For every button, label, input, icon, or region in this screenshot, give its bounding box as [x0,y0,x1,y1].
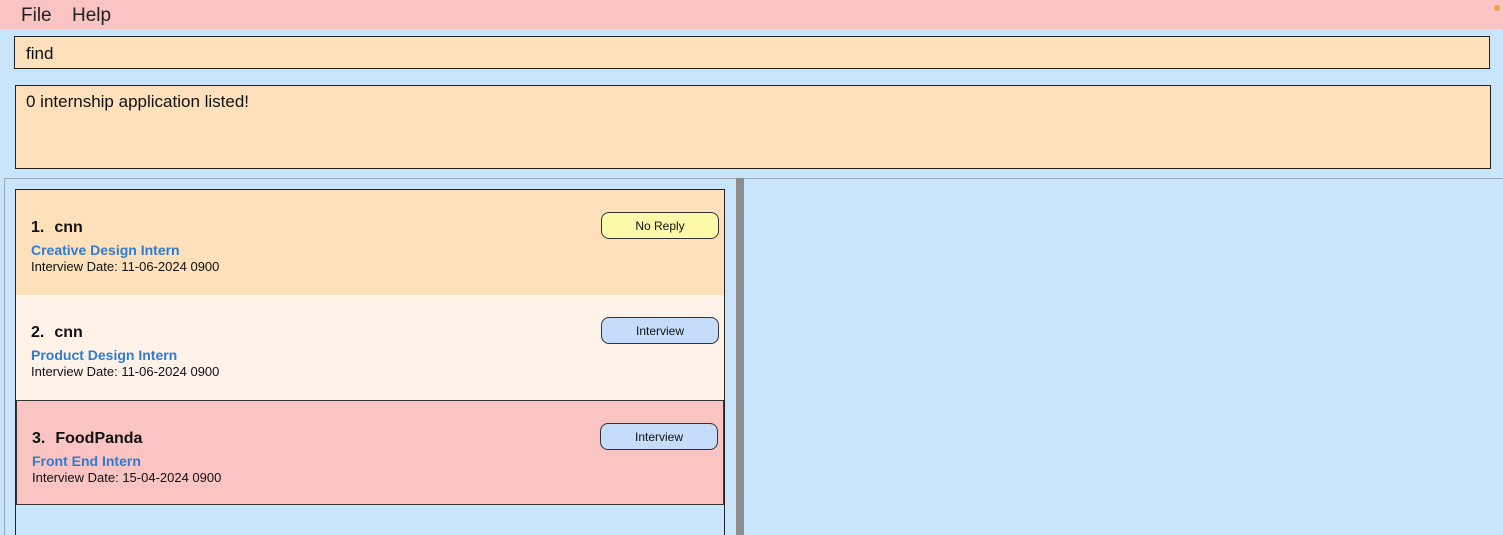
application-card-3[interactable]: 3. FoodPanda Front End Intern Interview D… [16,400,724,505]
role-label: Front End Intern [32,453,141,469]
status-badge: Interview [601,317,719,344]
interview-date: Interview Date: 11-06-2024 0900 [31,259,220,274]
card-title: 1. cnn [31,219,83,237]
application-card-2[interactable]: 2. cnn Product Design Intern Interview Da… [16,295,724,400]
application-card-1[interactable]: 1. cnn Creative Design Intern Interview D… [16,190,724,295]
status-badge: Interview [600,423,718,450]
card-index: 3. [32,430,46,447]
split-divider[interactable] [736,178,744,535]
result-display: 0 internship application listed! [15,85,1491,169]
card-title: 2. cnn [31,324,83,342]
company-name: cnn [54,219,83,236]
card-index: 2. [31,324,45,341]
menu-bar: File Help [0,0,1503,29]
command-input[interactable]: find [14,36,1490,69]
role-label: Creative Design Intern [31,242,180,258]
application-list[interactable]: 1. cnn Creative Design Intern Interview D… [15,189,725,535]
interview-date: Interview Date: 15-04-2024 0900 [32,470,222,485]
company-name: cnn [54,324,83,341]
status-badge: No Reply [601,212,719,239]
card-title: 3. FoodPanda [32,430,142,448]
menu-help[interactable]: Help [72,5,112,26]
interview-date: Interview Date: 11-06-2024 0900 [31,364,220,379]
company-name: FoodPanda [55,430,143,447]
role-label: Product Design Intern [31,347,178,363]
detail-panel [745,179,1503,535]
window-indicator-dot [1494,5,1500,11]
menu-file[interactable]: File [21,5,52,26]
card-index: 1. [31,219,45,236]
